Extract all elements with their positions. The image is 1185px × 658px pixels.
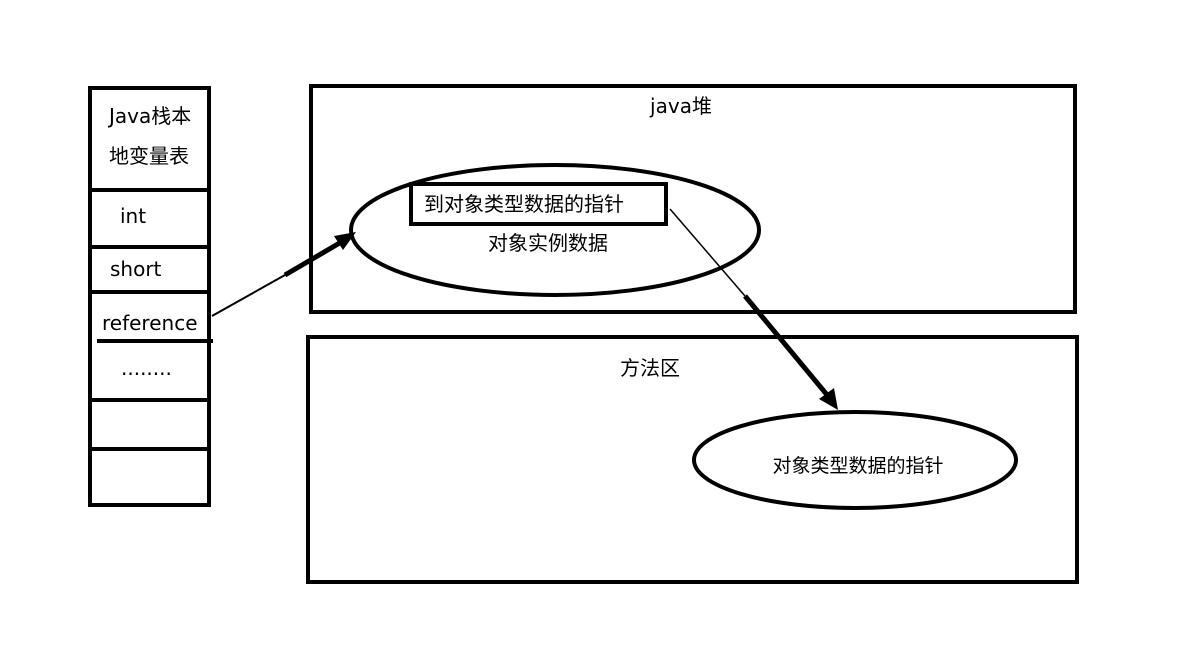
java-heap-region: java堆 到对象类型数据的指针 对象实例数据	[309, 84, 1077, 314]
type-data-ellipse	[692, 410, 1018, 510]
type-pointer-arrow	[669, 208, 838, 410]
method-area-outline	[306, 335, 1079, 584]
stack-title-line1: Java栈本	[107, 104, 191, 128]
stack-slot-ellipsis: ........	[121, 356, 172, 380]
object-pointer-label: 到对象类型数据的指针	[424, 192, 624, 216]
object-data-label: 对象实例数据	[488, 231, 608, 255]
type-pointer-arrowhead	[819, 388, 838, 410]
object-pointer-box	[409, 182, 668, 226]
type-data-label: 对象类型数据的指针	[772, 455, 943, 477]
stack-outline	[88, 86, 211, 507]
method-area-region: 方法区 对象类型数据的指针	[306, 335, 1079, 584]
stack-slot-short: short	[110, 257, 162, 281]
object-instance-ellipse	[349, 163, 761, 297]
java-stack-table: Java栈本 地变量表 int short reference ........	[88, 86, 213, 507]
heap-outline	[309, 84, 1077, 314]
reference-arrowhead	[334, 232, 356, 250]
reference-arrow	[211, 232, 356, 317]
heap-title: java堆	[649, 94, 712, 118]
stack-title-line2: 地变量表	[109, 144, 189, 168]
stack-slot-reference: reference	[102, 311, 198, 335]
stack-slot-int: int	[120, 204, 146, 228]
method-area-title: 方法区	[620, 356, 680, 380]
